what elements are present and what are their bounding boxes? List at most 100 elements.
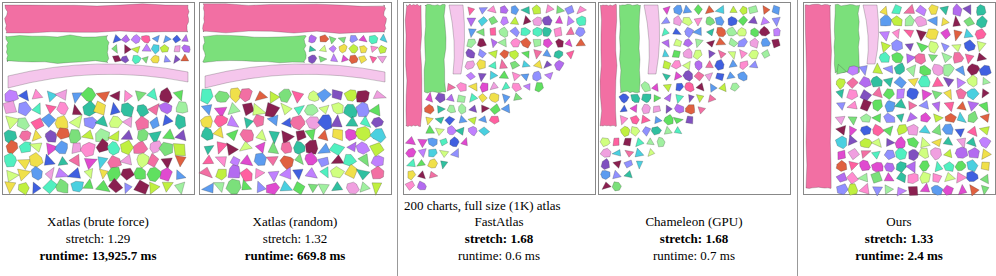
uv-chart <box>706 17 715 26</box>
uv-chart <box>279 167 290 179</box>
uv-chart <box>437 106 445 114</box>
uv-chart <box>976 16 987 28</box>
uv-chart <box>308 55 317 64</box>
uv-chart <box>148 104 159 116</box>
uv-chart <box>72 143 81 154</box>
uv-chart <box>566 27 574 35</box>
uv-chart <box>228 102 240 114</box>
uv-chart <box>612 150 621 157</box>
uv-chart <box>268 171 279 182</box>
uv-chart <box>641 81 650 92</box>
uv-chart <box>663 6 670 14</box>
uv-chart <box>147 167 162 182</box>
uv-chart <box>957 101 966 110</box>
uv-chart <box>651 127 661 135</box>
uv-chart <box>908 78 918 86</box>
uv-chart <box>19 131 31 141</box>
uv-chart <box>955 161 966 171</box>
uv-chart <box>346 182 359 194</box>
uv-chart <box>450 137 459 147</box>
uv-chart <box>217 142 228 154</box>
uv-chart <box>945 113 956 122</box>
uv-chart <box>356 169 370 180</box>
uv-chart <box>887 138 895 146</box>
uv-chart <box>521 38 531 48</box>
uv-chart <box>131 46 140 53</box>
uv-chart <box>426 125 435 133</box>
uv-chart <box>466 49 475 58</box>
uv-chart <box>482 105 490 113</box>
uv-chart <box>84 158 97 169</box>
uv-chart <box>7 170 20 182</box>
uv-chart <box>928 54 937 61</box>
uv-chart <box>239 141 252 151</box>
uv-chart <box>751 28 759 37</box>
uv-chart <box>835 136 846 149</box>
uv-chart <box>254 153 266 166</box>
uv-chart <box>347 142 356 152</box>
uv-chart <box>98 157 108 169</box>
uv-chart <box>942 18 950 26</box>
uv-chart <box>683 49 692 59</box>
uv-chart <box>476 29 484 37</box>
uv-chart <box>490 104 500 115</box>
uv-chart <box>380 34 387 42</box>
uv-chart <box>907 88 919 100</box>
uv-chart <box>279 89 292 102</box>
uv-chart <box>467 18 476 27</box>
uv-chart <box>418 149 426 158</box>
uv-chart <box>292 91 304 104</box>
uv-chart <box>293 182 305 195</box>
uv-chart <box>872 114 881 123</box>
uv-chart <box>19 142 31 153</box>
uv-chart <box>907 54 916 64</box>
uv-chart <box>121 130 133 140</box>
uv-chart <box>565 39 572 47</box>
uv-chart <box>255 142 265 153</box>
uv-chart <box>943 77 954 87</box>
uv-chart <box>502 94 510 103</box>
uv-chart <box>426 117 433 125</box>
atlas-panel <box>599 3 791 195</box>
uv-chart <box>358 154 369 167</box>
uv-chart <box>849 126 856 137</box>
uv-chart <box>56 128 70 140</box>
uv-chart <box>647 138 655 145</box>
uv-chart <box>215 157 226 167</box>
uv-chart <box>664 115 673 126</box>
uv-chart <box>738 16 747 26</box>
uv-chart <box>370 143 384 157</box>
uv-chart <box>459 103 466 114</box>
uv-chart <box>137 105 149 117</box>
uv-chart <box>173 144 185 156</box>
uv-chart <box>980 174 988 184</box>
uv-chart <box>955 66 965 76</box>
uv-chart <box>329 36 336 44</box>
uv-chart <box>860 138 872 147</box>
uv-chart <box>979 127 989 136</box>
result-label: stretch: 1.29 <box>66 231 130 247</box>
uv-chart <box>151 55 159 63</box>
uv-chart <box>763 6 770 15</box>
uv-chart <box>159 142 173 156</box>
uv-chart <box>342 55 349 62</box>
uv-chart <box>895 99 906 109</box>
uv-chart <box>718 50 726 58</box>
uv-chart <box>915 16 927 26</box>
uv-chart <box>489 62 497 69</box>
uv-chart <box>907 124 918 135</box>
uv-chart <box>203 155 214 164</box>
uv-chart <box>554 60 564 70</box>
uv-chart <box>934 114 944 122</box>
uv-chart <box>908 173 919 183</box>
uv-chart <box>836 173 847 183</box>
uv-chart <box>982 149 992 160</box>
uv-chart <box>510 27 520 37</box>
uv-chart <box>916 30 926 41</box>
uv-chart <box>308 184 318 193</box>
uv-chart <box>305 152 317 165</box>
uv-chart <box>32 89 43 99</box>
uv-chart <box>514 93 523 101</box>
uv-chart <box>349 44 358 53</box>
uv-chart <box>884 163 894 172</box>
